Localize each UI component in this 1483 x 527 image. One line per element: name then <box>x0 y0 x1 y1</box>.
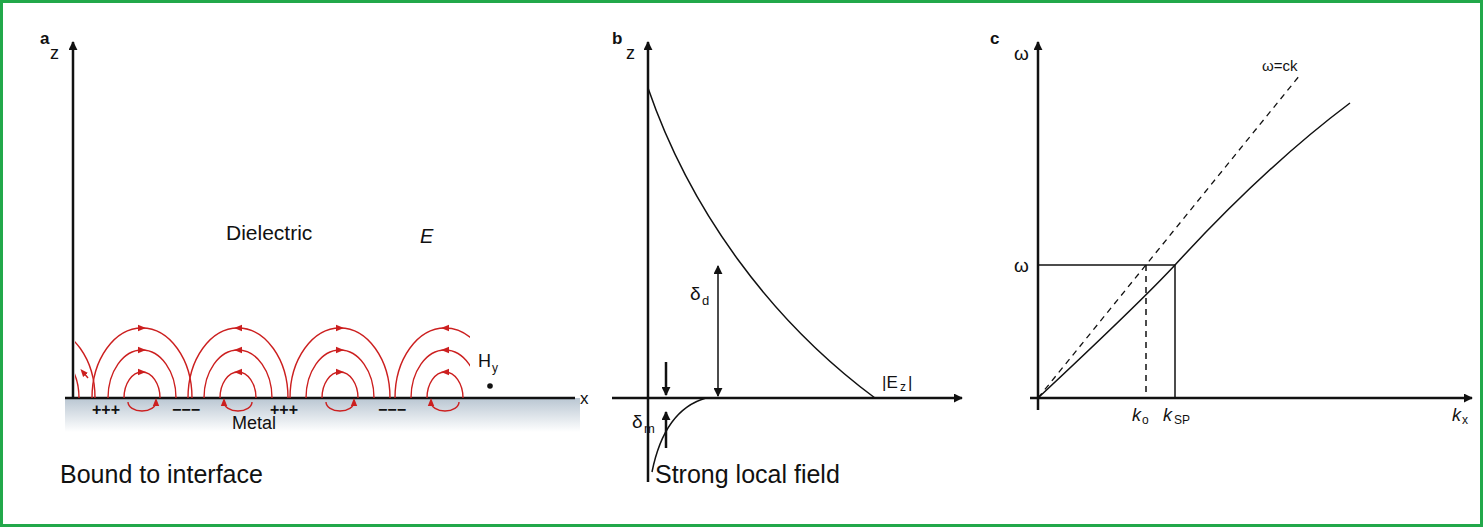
field-label: H <box>478 352 491 370</box>
x-axis <box>65 397 575 400</box>
length-label: δ <box>632 412 643 431</box>
region-label: Dielectric <box>226 222 312 243</box>
subscript: d <box>702 294 709 307</box>
subscript: m <box>644 422 655 435</box>
panel-letter: b <box>612 30 622 47</box>
line-label: ω=ck <box>1262 58 1297 73</box>
panel-letter: a <box>40 30 49 47</box>
panel-letter: c <box>990 30 999 47</box>
axis-label: ω <box>1014 44 1029 63</box>
axis-label: |E <box>882 374 898 391</box>
metal-slab <box>65 398 580 432</box>
omega-level <box>1038 264 1175 266</box>
delta-m-arrow <box>665 412 668 448</box>
charge-sign: +++ <box>92 402 120 418</box>
axis-label: k <box>1132 406 1141 424</box>
axis-label: | <box>908 374 912 391</box>
axis-label: ω <box>1014 256 1029 275</box>
caption-label: Strong local field <box>655 462 840 487</box>
delta-m-arrow <box>665 362 668 395</box>
omega-axis <box>1037 42 1040 410</box>
charge-sign: −−− <box>172 402 200 418</box>
z-axis <box>647 42 650 482</box>
delta-d-arrow <box>717 266 719 396</box>
ez-axis <box>612 397 962 400</box>
hy-dot <box>487 383 493 389</box>
dispersion-curve <box>1038 103 1350 398</box>
axis-label: z <box>50 44 59 62</box>
caption-label: Bound to interface <box>60 462 263 487</box>
decay-curve-metal <box>652 398 706 472</box>
ksp-line <box>1174 265 1176 398</box>
length-label: δ <box>690 284 701 303</box>
subscript: o <box>1142 414 1149 426</box>
decay-curve-dielectric <box>648 88 875 398</box>
region-label: Metal <box>232 414 276 432</box>
k0-line <box>1145 265 1147 398</box>
subscript: y <box>492 362 498 374</box>
light-line <box>1038 75 1300 398</box>
z-axis <box>72 42 75 398</box>
axis-label: x <box>580 390 589 407</box>
subscript: z <box>900 381 906 393</box>
field-lines <box>75 328 470 411</box>
axis-label: z <box>626 44 635 62</box>
subscript: SP <box>1174 414 1190 426</box>
subscript: x <box>1462 414 1468 426</box>
field-label: E <box>420 226 433 246</box>
k-axis <box>1030 397 1472 400</box>
axis-label: k <box>1163 406 1172 424</box>
charge-sign: −−− <box>378 402 406 418</box>
axis-label: k <box>1452 406 1461 424</box>
